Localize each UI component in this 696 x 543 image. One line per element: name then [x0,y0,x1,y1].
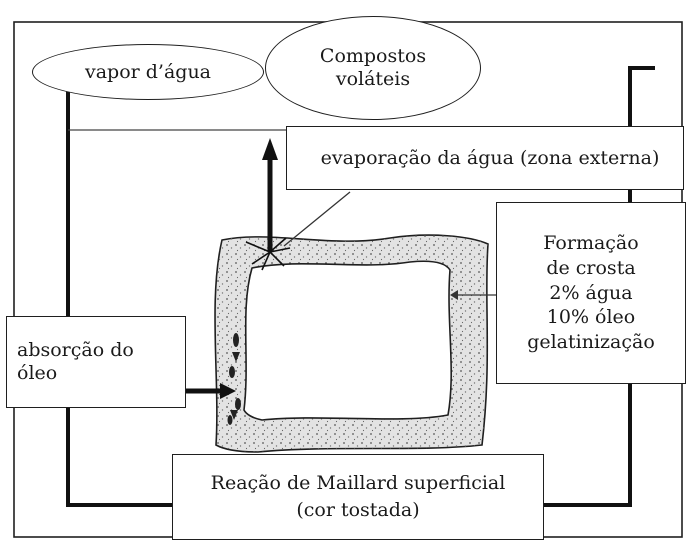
oil-absorption-marks [227,333,241,425]
crosta-label-line4: 10% óleo [546,306,636,329]
compostos-label-line2: voláteis [335,68,411,90]
crosta-label-line1: Formação [543,232,639,255]
vapor-label: vapor d’água [84,60,212,83]
crosta-label-line5: gelatinização [527,331,655,354]
crosta-label-line2: de crosta [546,256,636,279]
crust-small-arrows [230,352,240,420]
absorcao-label-line2: óleo [17,362,58,384]
crosta-label-line3: 2% água [549,281,633,304]
maillard-box: Reação de Maillard superficial (cor tost… [172,454,544,540]
evaporacao-box: evaporação da água (zona externa) [286,126,684,190]
evaporacao-label: evaporação da água (zona externa) [320,146,660,169]
maillard-label-line2: (cor tostada) [296,499,420,521]
absorcao-box: absorção do óleo [6,316,186,408]
crosta-box: Formação de crosta 2% água 10% óleo gela… [496,202,686,384]
oil-arrow-head [220,383,236,399]
evaporation-leader [283,191,351,247]
compostos-ellipse: Compostos voláteis [265,16,481,120]
vapor-arrow-head [262,138,278,160]
vapor-ellipse: vapor d’água [32,44,264,100]
evaporation-burst [245,237,291,271]
absorcao-label-line1: absorção do [17,339,134,362]
maillard-label-line1: Reação de Maillard superficial [210,472,506,495]
compostos-label-line1: Compostos [319,45,427,68]
food-core [243,260,453,421]
